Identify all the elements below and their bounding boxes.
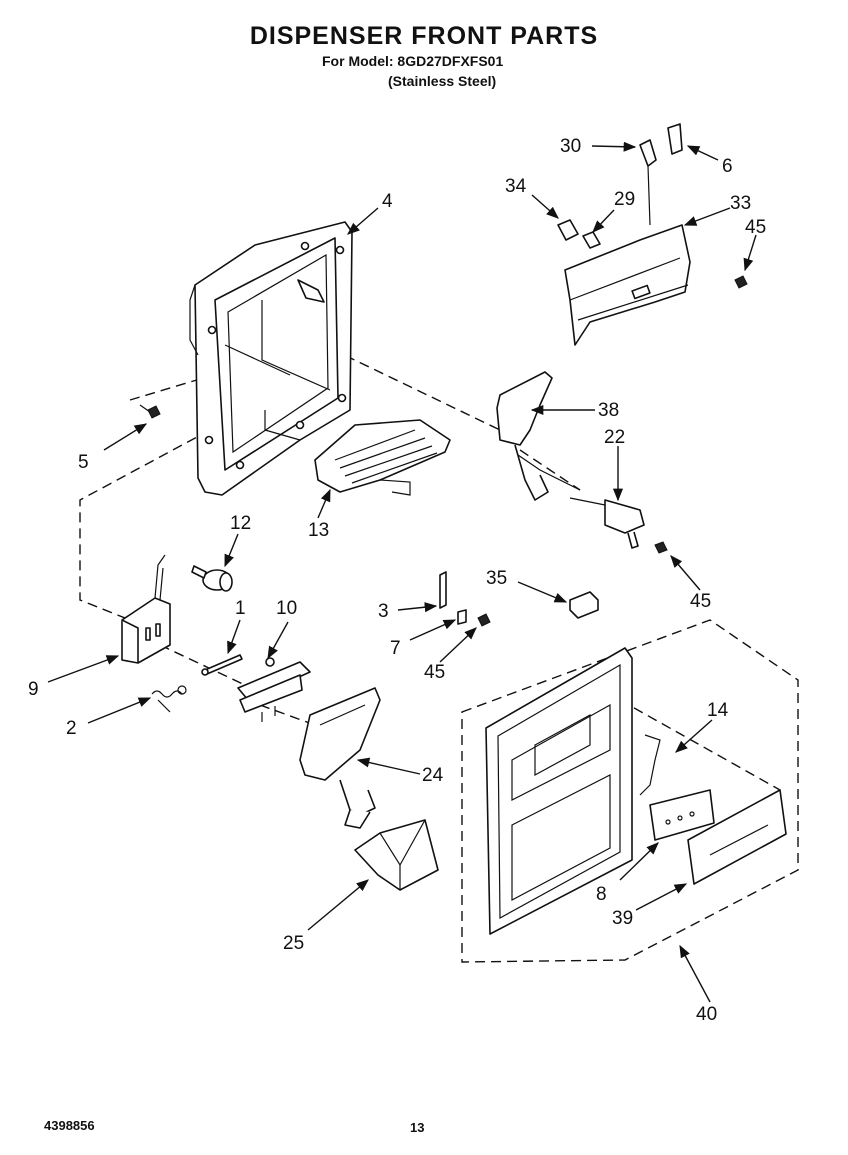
part-screw-5 bbox=[139, 404, 161, 419]
callout-7: 7 bbox=[390, 638, 401, 659]
callout-33: 33 bbox=[730, 193, 751, 214]
part-micro-switch bbox=[439, 571, 467, 625]
callout-4: 4 bbox=[382, 191, 393, 212]
callout-22: 22 bbox=[604, 427, 625, 448]
page-number: 13 bbox=[410, 1120, 425, 1135]
callout-39: 39 bbox=[612, 908, 633, 929]
part-paddle-lever bbox=[496, 371, 581, 501]
callout-8: 8 bbox=[596, 884, 607, 905]
part-switch bbox=[569, 497, 645, 549]
callout-34: 34 bbox=[505, 176, 527, 197]
leader-lines bbox=[47, 141, 757, 1003]
callout-2: 2 bbox=[66, 718, 77, 739]
callout-13: 13 bbox=[308, 520, 329, 541]
callout-14: 14 bbox=[707, 700, 729, 721]
callout-30: 30 bbox=[560, 136, 581, 157]
callout-45-c: 45 bbox=[424, 662, 445, 683]
part-actuator bbox=[121, 554, 171, 664]
part-screw-45-a bbox=[734, 275, 748, 289]
part-light-module bbox=[557, 123, 691, 346]
callout-9: 9 bbox=[28, 679, 39, 700]
callout-10: 10 bbox=[276, 598, 297, 619]
callout-25: 25 bbox=[283, 933, 304, 954]
callout-35: 35 bbox=[486, 568, 507, 589]
callout-45-b: 45 bbox=[690, 591, 711, 612]
page-title: DISPENSER FRONT PARTS bbox=[249, 22, 599, 50]
part-dispenser-front-assembly bbox=[461, 619, 799, 963]
part-housing-frame bbox=[189, 221, 353, 496]
callout-12: 12 bbox=[230, 513, 251, 534]
part-funnel bbox=[354, 819, 439, 891]
part-drip-tray bbox=[314, 419, 451, 496]
part-hinge-lever bbox=[237, 657, 311, 722]
callout-38: 38 bbox=[598, 400, 619, 421]
part-screw-45-b bbox=[654, 541, 668, 554]
callout-1: 1 bbox=[235, 598, 246, 619]
part-ice-arm bbox=[299, 687, 381, 829]
callout-6: 6 bbox=[722, 156, 733, 177]
part-screw-45-c bbox=[477, 613, 491, 627]
callout-3: 3 bbox=[378, 601, 389, 622]
callout-45-a: 45 bbox=[745, 217, 766, 238]
part-spring bbox=[151, 685, 187, 713]
finish-line: (Stainless Steel) bbox=[388, 73, 497, 89]
part-pin bbox=[201, 654, 243, 676]
callout-29: 29 bbox=[614, 189, 635, 210]
callout-labels: 30 6 34 29 33 45 4 38 22 5 13 12 45 35 1… bbox=[28, 136, 766, 1025]
part-solenoid bbox=[191, 565, 233, 592]
document-number: 4398856 bbox=[44, 1118, 95, 1133]
part-connector bbox=[569, 591, 599, 619]
callout-5: 5 bbox=[78, 452, 89, 473]
model-line: For Model: 8GD27DFXFS01 bbox=[322, 53, 504, 69]
callout-40: 40 bbox=[696, 1004, 717, 1025]
assembly-lines bbox=[79, 299, 781, 791]
callout-24: 24 bbox=[422, 765, 444, 786]
